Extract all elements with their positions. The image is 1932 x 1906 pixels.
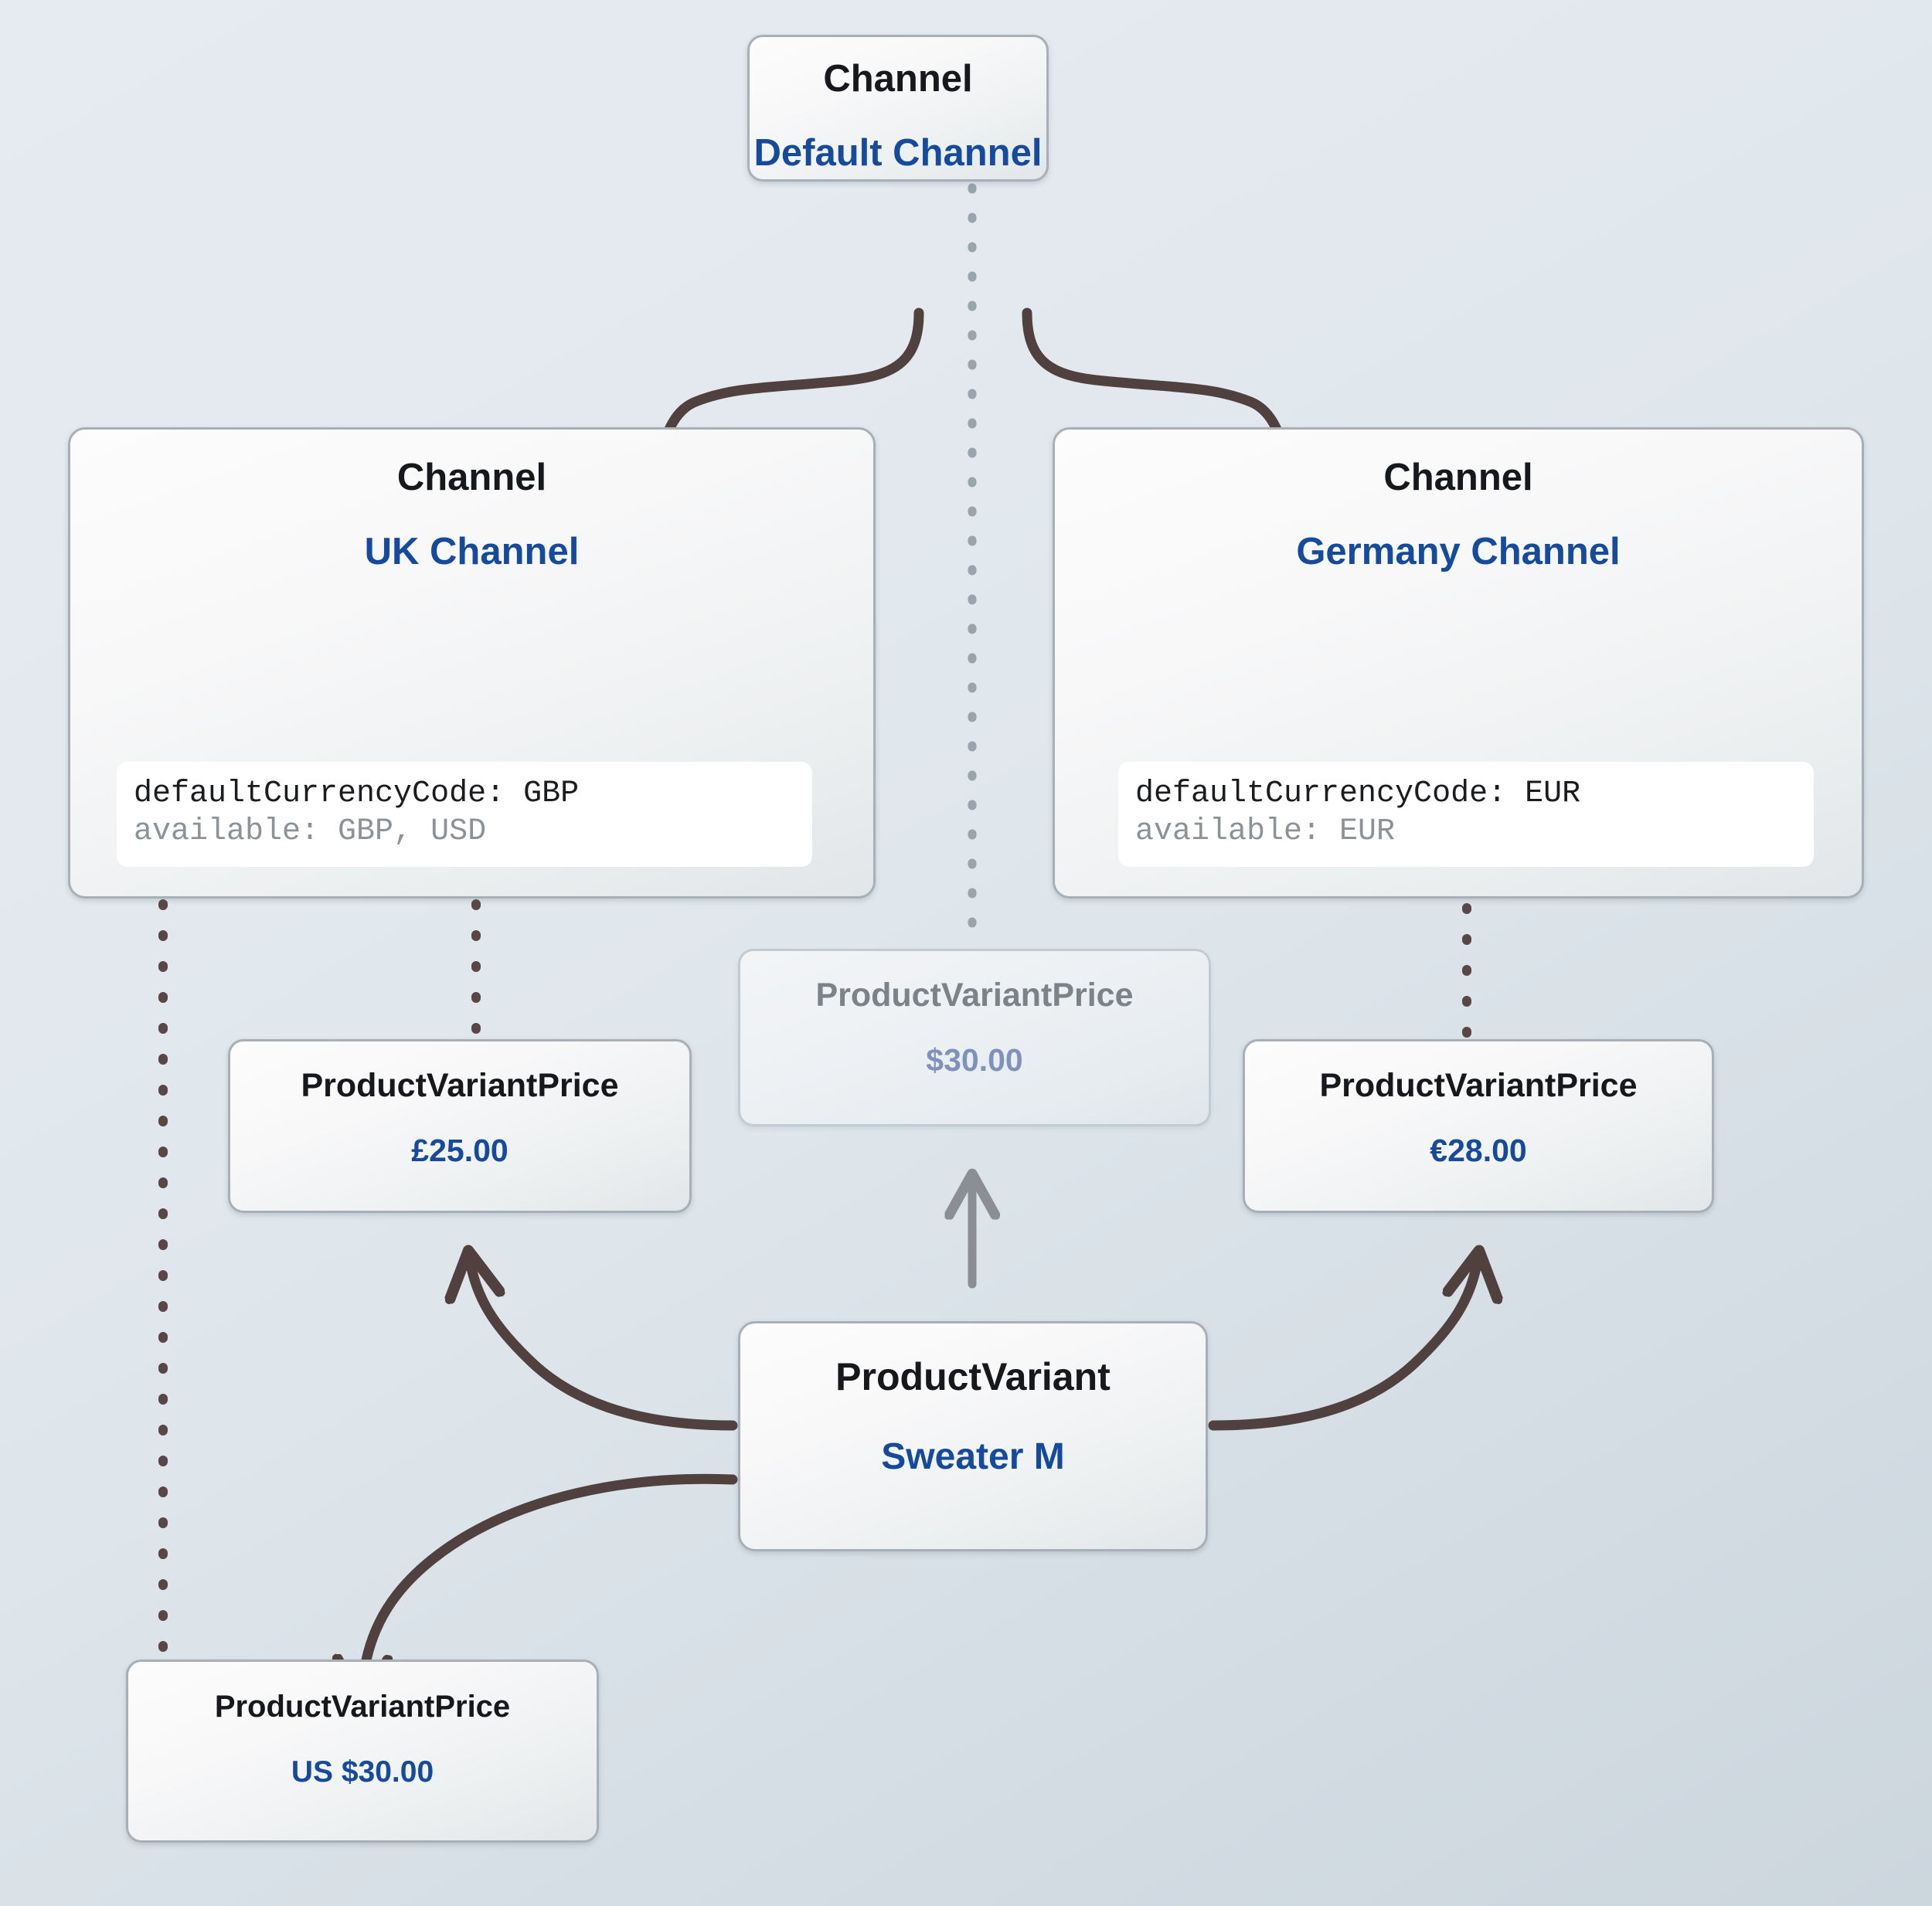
node-price-value: $30.00 xyxy=(926,1042,1023,1079)
node-price-gbp[interactable]: ProductVariantPrice £25.00 xyxy=(228,1039,692,1213)
node-default-channel[interactable]: Channel Default Channel xyxy=(747,35,1049,182)
attr-default-currency-code: defaultCurrencyCode: EUR xyxy=(1135,776,1581,811)
attr-available-currencies: available: GBP, USD xyxy=(134,814,487,849)
attr-default-currency-code: defaultCurrencyCode: GBP xyxy=(134,776,580,811)
node-price-value: US $30.00 xyxy=(291,1755,434,1789)
node-type-label: ProductVariantPrice xyxy=(214,1690,511,1724)
uk-channel-attributes: defaultCurrencyCode: GBP available: GBP,… xyxy=(117,762,812,867)
node-uk-channel[interactable]: Channel UK Channel defaultCurrencyCode: … xyxy=(68,427,876,899)
node-price-value: €28.00 xyxy=(1430,1133,1527,1169)
node-price-usd-ghost[interactable]: ProductVariantPrice $30.00 xyxy=(738,949,1211,1126)
node-type-label: ProductVariantPrice xyxy=(1319,1067,1638,1104)
node-price-value: £25.00 xyxy=(411,1133,509,1169)
node-product-variant[interactable]: ProductVariant Sweater M xyxy=(738,1321,1208,1551)
node-price-eur[interactable]: ProductVariantPrice €28.00 xyxy=(1243,1039,1714,1213)
node-type-label: Channel xyxy=(823,58,973,100)
node-type-label: ProductVariantPrice xyxy=(301,1067,619,1104)
node-name-label: Germany Channel xyxy=(1296,530,1621,572)
node-price-us30[interactable]: ProductVariantPrice US $30.00 xyxy=(126,1660,599,1843)
node-germany-channel[interactable]: Channel Germany Channel defaultCurrencyC… xyxy=(1053,427,1864,899)
germany-channel-attributes: defaultCurrencyCode: EUR available: EUR xyxy=(1118,762,1814,867)
attr-available-currencies: available: EUR xyxy=(1135,814,1396,849)
edge-variant-to-price-gbp xyxy=(469,1255,738,1431)
node-type-label: ProductVariantPrice xyxy=(815,977,1134,1014)
node-type-label: ProductVariant xyxy=(835,1355,1111,1398)
node-name-label: Default Channel xyxy=(753,131,1043,174)
node-type-label: Channel xyxy=(396,457,547,498)
node-type-label: Channel xyxy=(1383,457,1533,498)
edge-variant-to-price-eur xyxy=(1208,1255,1478,1431)
node-name-label: Sweater M xyxy=(881,1436,1065,1477)
node-name-label: UK Channel xyxy=(364,530,580,572)
